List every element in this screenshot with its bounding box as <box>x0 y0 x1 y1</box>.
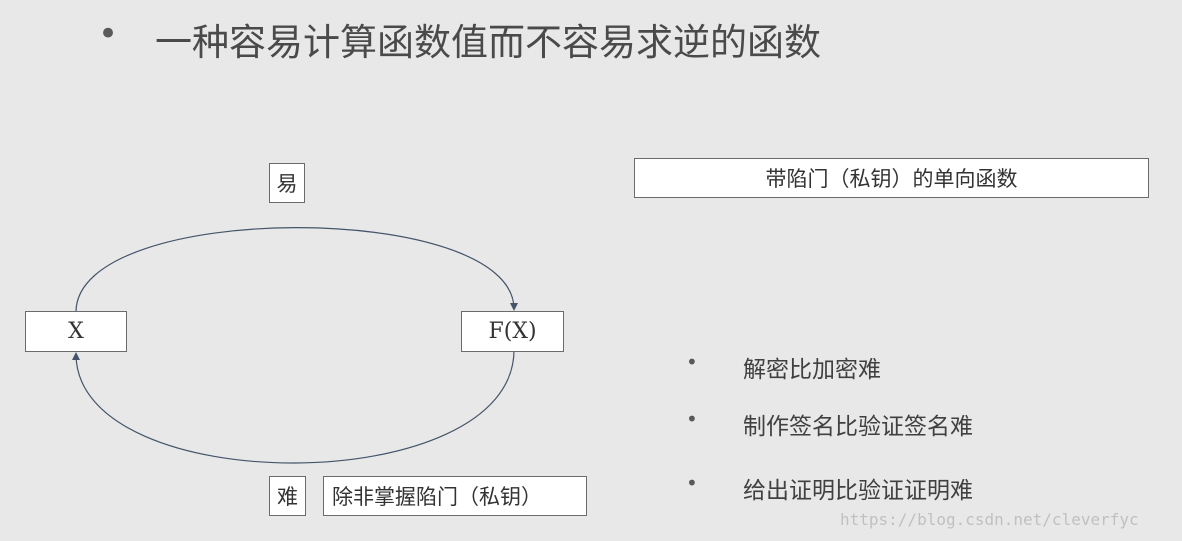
hard-label-box: 难 <box>269 476 306 516</box>
bullet-dot: • <box>686 407 698 431</box>
x-node: X <box>25 311 127 352</box>
slide-title: 一种容易计算函数值而不容易求逆的函数 <box>155 21 821 64</box>
easy-label-box: 易 <box>269 163 305 203</box>
bullet-text: 制作签名比验证签名难 <box>743 414 973 440</box>
bullet-dot: • <box>686 350 698 374</box>
bullet-text: 解密比加密难 <box>743 357 881 383</box>
title-bullet: • <box>98 14 119 54</box>
lower-arc-arrow <box>72 349 515 464</box>
bullet-text: 给出证明比验证证明难 <box>743 478 973 504</box>
condition-box: 除非掌握陷门（私钥） <box>323 476 587 516</box>
watermark: https://blog.csdn.net/cleverfyc <box>840 510 1139 529</box>
trapdoor-function-box: 带陷门（私钥）的单向函数 <box>634 158 1149 198</box>
upper-arc-arrow <box>75 227 518 313</box>
bullet-dot: • <box>686 471 698 495</box>
fx-node: F(X) <box>461 311 564 352</box>
